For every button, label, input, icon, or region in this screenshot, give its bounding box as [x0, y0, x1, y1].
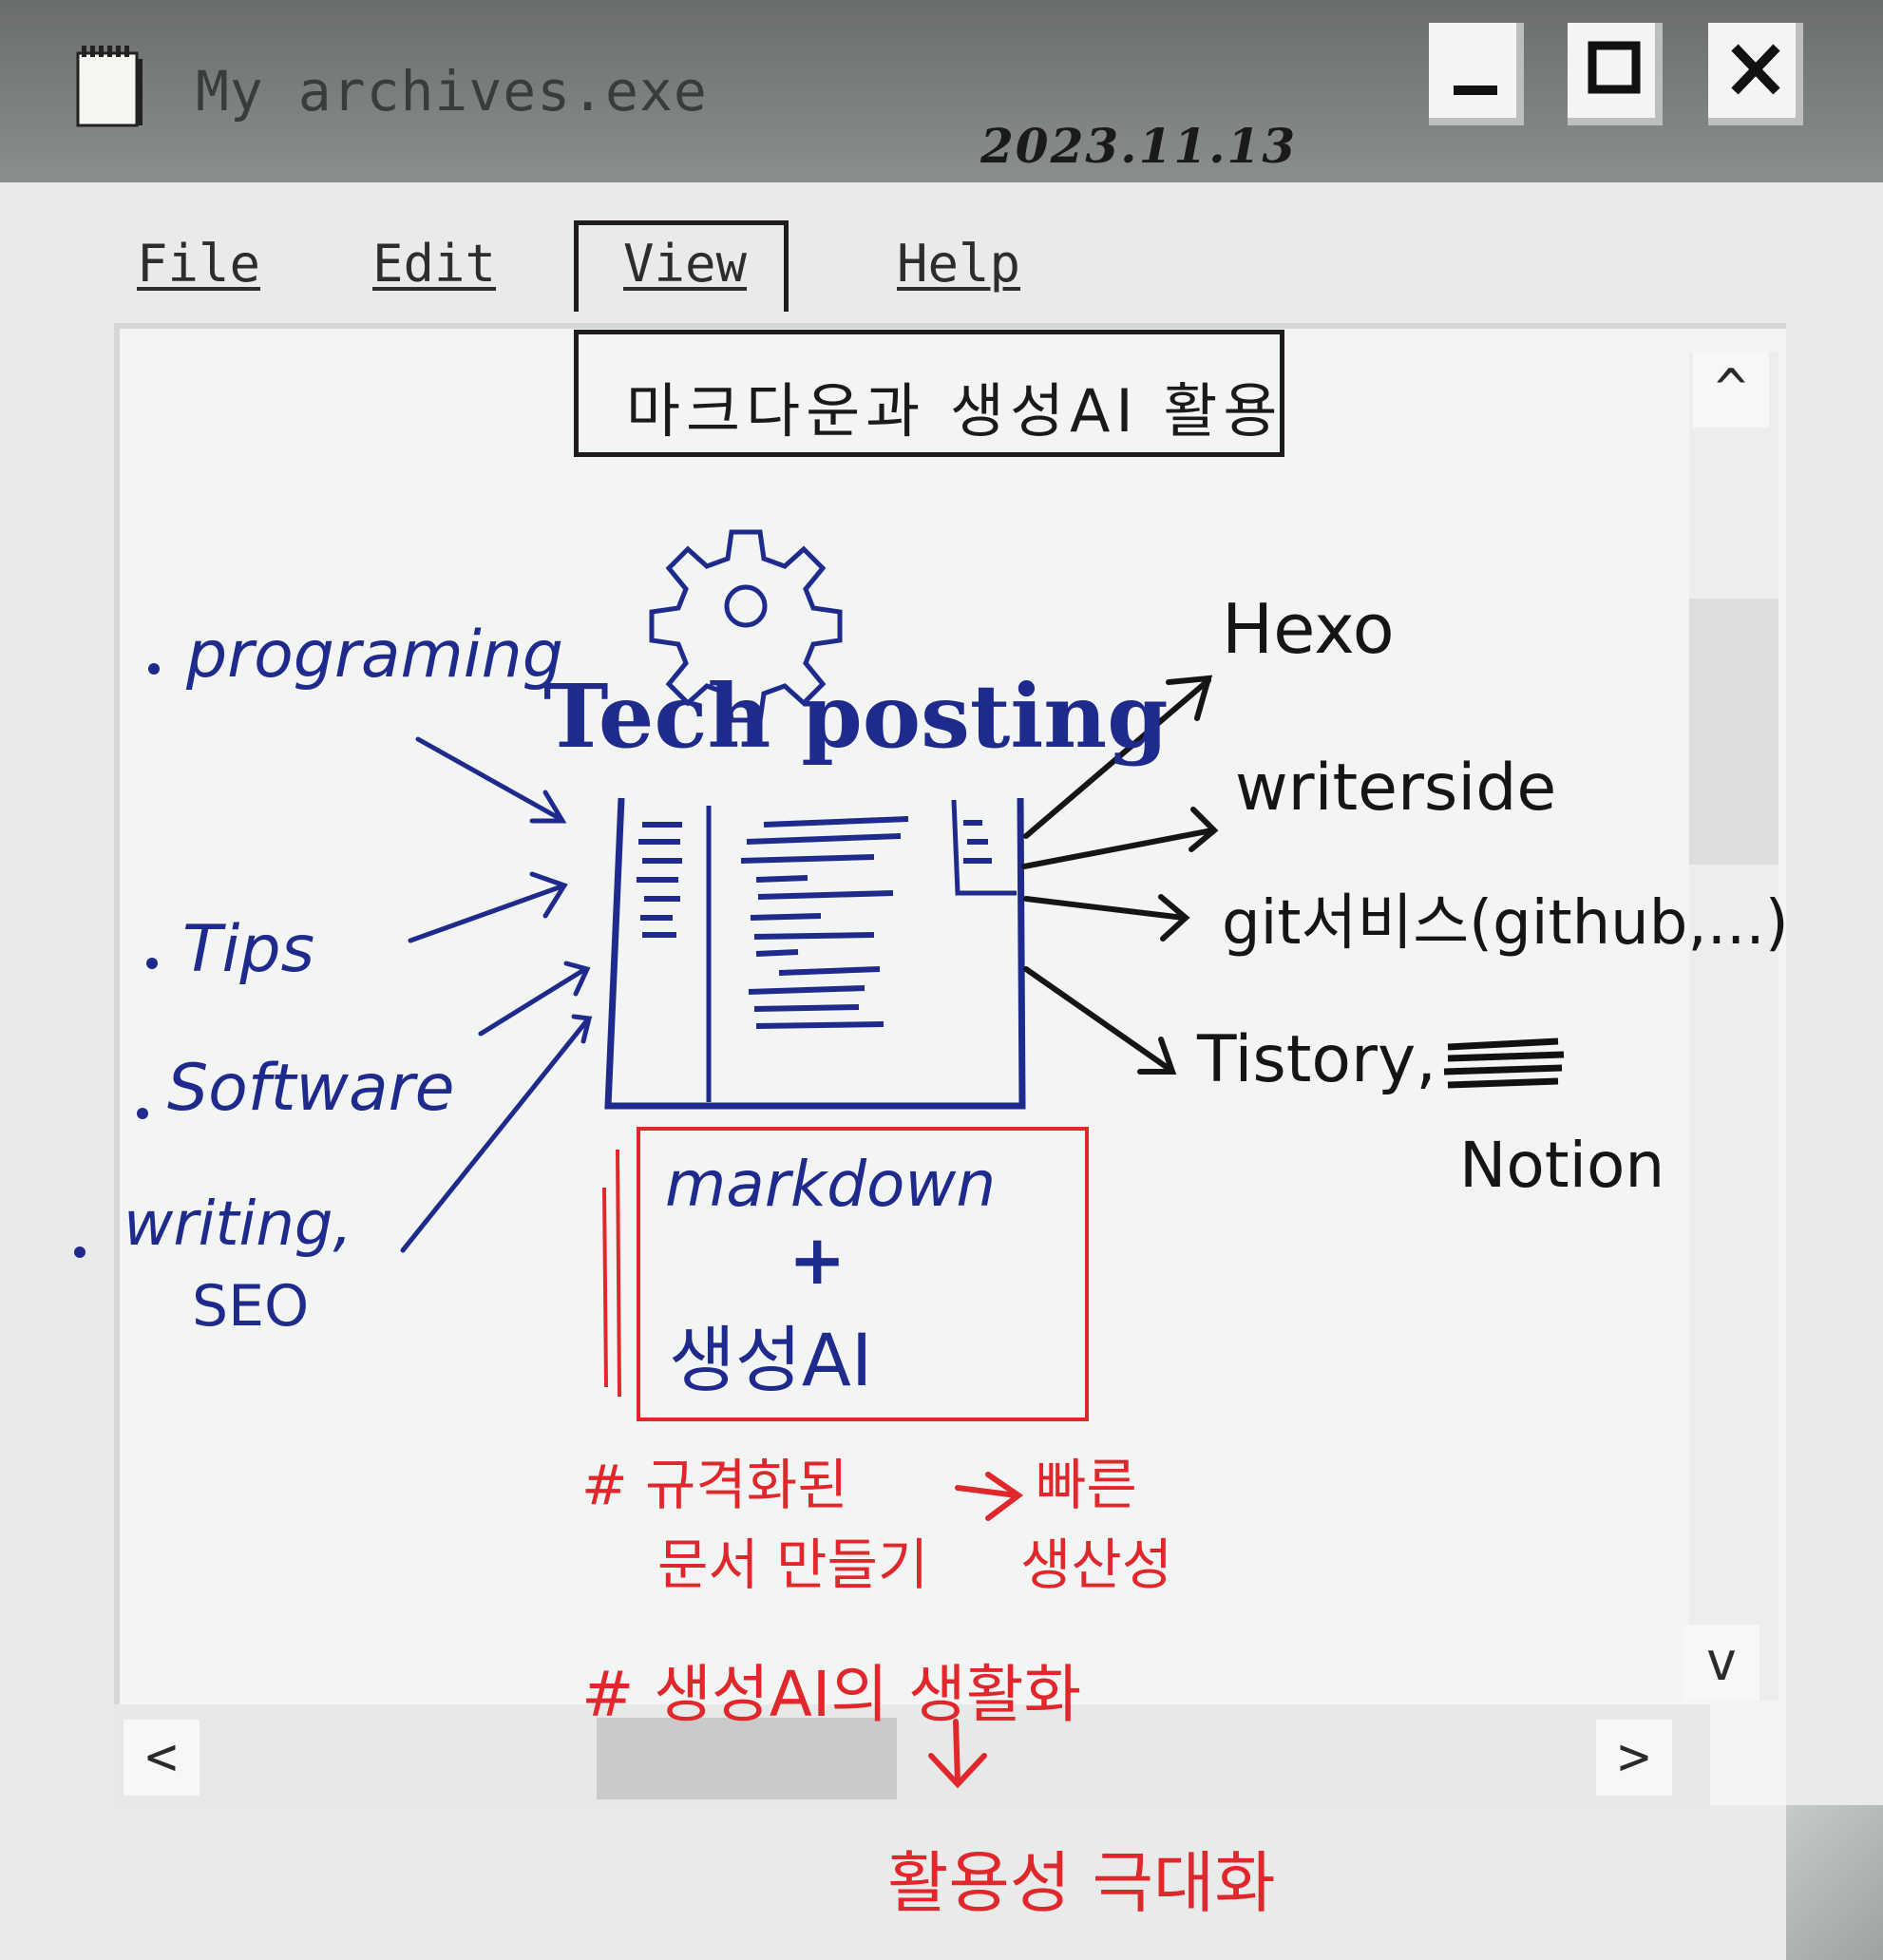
content-area: [114, 323, 1786, 1805]
minimize-icon: [1454, 86, 1497, 95]
output-git-service: git서비스(github,...): [1222, 888, 1789, 959]
view-dropdown: 마크다운과 생성AI 활용: [574, 330, 1284, 457]
chevron-right-icon: >: [1618, 1726, 1650, 1788]
menu-help-label: Help: [897, 234, 1021, 294]
gear-icon: [649, 529, 843, 723]
menu-view-label: View: [623, 234, 748, 294]
menu-edit[interactable]: Edit: [372, 234, 496, 294]
menu-help[interactable]: Help: [897, 234, 1020, 294]
scroll-down-button[interactable]: v: [1683, 1625, 1759, 1701]
minimize-button[interactable]: [1429, 23, 1524, 125]
core-box-frame: [602, 1127, 1089, 1421]
scroll-left-button[interactable]: <: [124, 1720, 200, 1796]
vertical-scroll-thumb[interactable]: [1689, 599, 1778, 865]
core-generative-ai: 생성AI: [669, 1318, 873, 1402]
title-bar: My archives.exe 2023.11.13: [0, 0, 1883, 182]
close-icon: [1731, 44, 1780, 95]
vertical-scrollbar[interactable]: [1689, 352, 1778, 1701]
document-icon: [604, 797, 1026, 1110]
core-plus: +: [789, 1220, 846, 1300]
chevron-up-icon: ^: [1715, 358, 1747, 420]
bullet-points: [74, 663, 160, 1258]
menu-edit-label: Edit: [372, 234, 497, 294]
input-software: Software: [167, 1051, 455, 1126]
output-hexo: Hexo: [1222, 589, 1395, 669]
input-programming: programing: [186, 618, 563, 693]
note-standardized-docs-line2: 문서 만들기: [657, 1532, 929, 1597]
handwritten-date: 2023.11.13: [980, 118, 1298, 174]
input-tips: Tips: [182, 912, 315, 987]
center-title: Tech posting: [543, 665, 1169, 768]
input-seo: SEO: [192, 1273, 310, 1340]
horizontal-scrollbar[interactable]: [114, 1704, 1710, 1809]
scribble-mark: [1443, 1037, 1565, 1089]
output-notion: Notion: [1459, 1129, 1665, 1202]
note-standardized-docs-line1: # 규격화된: [581, 1453, 848, 1517]
chevron-left-icon: <: [145, 1726, 178, 1788]
scroll-right-button[interactable]: >: [1596, 1720, 1672, 1796]
output-arrows: [1021, 675, 1219, 1075]
close-button[interactable]: [1708, 23, 1803, 125]
notepad-icon: [76, 46, 143, 127]
menu-file-label: File: [137, 234, 261, 294]
note-maximize-utility: 활용성 극대화: [887, 1844, 1276, 1922]
core-markdown: markdown: [665, 1148, 997, 1221]
menu-file[interactable]: File: [137, 234, 260, 294]
note-ai-everyday: # 생성AI의 생활화: [581, 1658, 1082, 1731]
maximize-icon: [1588, 41, 1641, 94]
note-arrows: [928, 1472, 1024, 1789]
input-arrows: [400, 736, 593, 1253]
window-title: My archives.exe: [196, 59, 708, 124]
output-tistory: Tistory,: [1197, 1022, 1436, 1097]
page-corner: [1786, 1805, 1883, 1960]
maximize-button[interactable]: [1568, 23, 1663, 125]
menu-view-highlight: [574, 220, 789, 312]
note-productivity-line2: 생산성: [1020, 1532, 1173, 1597]
chevron-down-icon: v: [1705, 1631, 1738, 1693]
horizontal-scroll-thumb[interactable]: [597, 1718, 897, 1799]
dropdown-item-markdown-ai[interactable]: 마크다운과 생성AI 활용: [626, 376, 1284, 446]
menu-view[interactable]: View: [623, 234, 747, 294]
scroll-up-button[interactable]: ^: [1693, 352, 1769, 428]
note-productivity-line1: 빠른: [1036, 1453, 1137, 1517]
output-writerside: writerside: [1235, 751, 1557, 826]
input-writing: writing,: [124, 1189, 352, 1260]
